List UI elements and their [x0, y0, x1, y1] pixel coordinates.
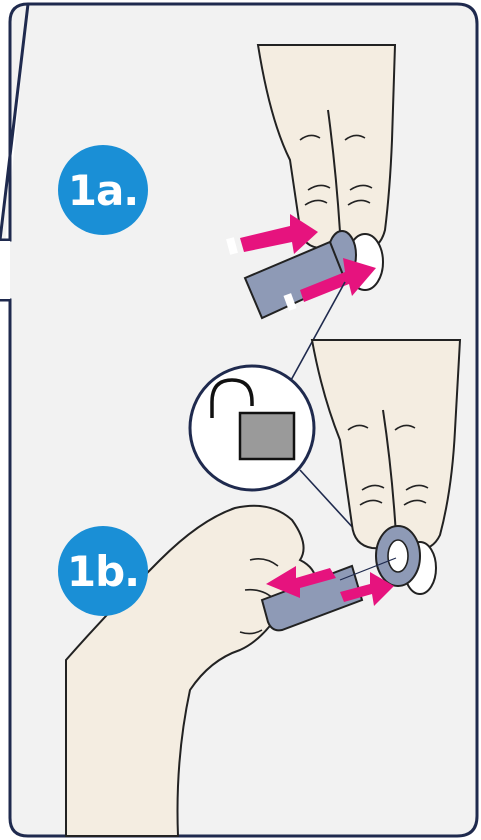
- callout-line-1a: [289, 281, 346, 383]
- frame-notch: [0, 241, 10, 299]
- step-badge-1a: 1a.: [58, 145, 148, 235]
- step-badge-1b: 1b.: [58, 526, 148, 616]
- step-label-1b: 1b.: [66, 546, 140, 596]
- finger-creases-1a: [299, 134, 373, 206]
- turn-arrows-1b: [266, 566, 394, 606]
- finger-creases-1b: [347, 424, 429, 506]
- push-arrows-1a: [226, 214, 376, 311]
- step-label-1a: 1a.: [67, 165, 140, 215]
- step-1a-illustration: [226, 44, 397, 320]
- padlock-open-icon: [188, 364, 316, 492]
- step-1b-illustration: [65, 339, 462, 837]
- key-1b: [260, 564, 364, 632]
- callout-line-1b: [299, 469, 356, 531]
- hand-1b: [65, 504, 317, 837]
